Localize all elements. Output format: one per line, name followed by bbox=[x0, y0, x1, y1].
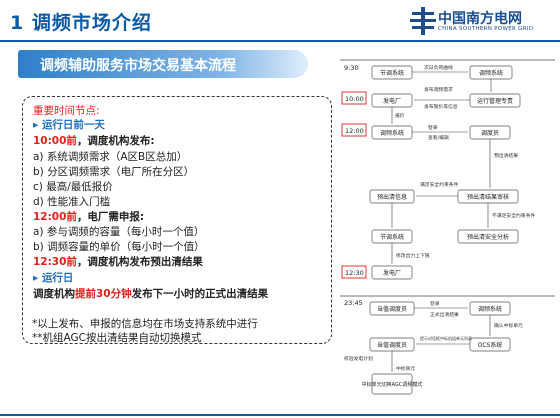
node-label: 运行管理专责 bbox=[477, 97, 513, 105]
node-box bbox=[369, 301, 415, 316]
node-label: 节调系统 bbox=[380, 233, 404, 241]
edge-label: 查看/编辑 bbox=[428, 134, 449, 141]
bullet-icon: ▸ bbox=[33, 272, 42, 284]
time-label: 12:30 bbox=[345, 269, 364, 277]
subtitle-banner: 调频辅助服务市场交易基本流程 bbox=[18, 50, 308, 78]
node-box bbox=[371, 265, 413, 280]
node-box bbox=[469, 93, 521, 108]
node-box bbox=[371, 125, 413, 140]
t1200-line: 12:00前，电厂需申报: bbox=[33, 211, 144, 223]
edge-label: 次日负荷曲线 bbox=[424, 64, 453, 71]
footnote: **机组AGC按出清结果自动切换模式 bbox=[32, 332, 202, 344]
node-box bbox=[371, 373, 413, 395]
time-highlight bbox=[341, 265, 367, 279]
node-box bbox=[469, 337, 511, 352]
key-times-box: 重要时间节点: ▸ 运行日前一天 10:00前，调度机构发布: a) 系统调频需… bbox=[22, 96, 332, 344]
node-label: OCS系统 bbox=[478, 341, 503, 349]
run-day-heading: ▸ 运行日 bbox=[33, 272, 73, 284]
t1200-time: 12:00前 bbox=[33, 211, 77, 223]
node-label: 节调系统 bbox=[380, 69, 404, 77]
list-item: a) 参与调频的容量（每小时一个值） bbox=[33, 226, 205, 238]
t1000-time: 10:00前 bbox=[33, 135, 77, 147]
page-title: 1 调频市场介绍 bbox=[10, 12, 152, 34]
bullet-icon: ▸ bbox=[33, 119, 42, 131]
run-day-label: 运行日 bbox=[41, 272, 74, 284]
list-item: a) 系统调频需求（A区B区总加） bbox=[33, 151, 188, 163]
edge-label: 校验发电计划 bbox=[344, 355, 373, 362]
section-subtitle: 调频辅助服务市场交易基本流程 bbox=[40, 58, 236, 74]
time-label: 10:00 bbox=[345, 95, 364, 103]
list-item: d) 性能准入门槛 bbox=[33, 196, 111, 208]
node-label: 预出清结果审核 bbox=[467, 193, 509, 201]
t1200-text: ，电厂需申报: bbox=[76, 211, 145, 223]
logo-name: 中国南方电网 bbox=[438, 11, 522, 27]
edge-label: 发布限价等信息 bbox=[424, 103, 458, 110]
node-label: 中标单元切换AGC调频模式 bbox=[362, 381, 423, 388]
list-item: b) 分区调频需求（电厂所在分区） bbox=[33, 166, 195, 178]
t1230-text: ，调度机构发布预出清结果 bbox=[76, 256, 203, 268]
edge-label: 正式出清结果 bbox=[430, 311, 459, 318]
edge-label: 中标单元 bbox=[396, 365, 415, 372]
csg-logo-icon bbox=[410, 7, 436, 35]
time-label: 9:30 bbox=[344, 64, 359, 72]
time-highlight bbox=[341, 123, 367, 137]
node-label: 调频系统 bbox=[478, 305, 502, 313]
t1230-line: 12:30前，调度机构发布预出清结果 bbox=[33, 256, 203, 268]
day-before-heading: ▸ 运行日前一天 bbox=[33, 119, 105, 131]
node-label: 调度员 bbox=[481, 129, 499, 137]
t1000-text: ，调度机构发布: bbox=[76, 135, 155, 147]
edge-label: 修改出力上下限 bbox=[396, 252, 430, 259]
footnote: *以上发布、申报的信息均在市场支持系统中进行 bbox=[32, 318, 258, 330]
list-item: b) 调频容量的单价（每小时一个值） bbox=[33, 241, 205, 253]
node-label: 当值调度员 bbox=[377, 341, 407, 349]
t1230-time: 12:30前 bbox=[33, 256, 77, 268]
company-logo: 中国南方电网 CHINA SOUTHERN POWER GRID bbox=[410, 6, 555, 38]
logo-english: CHINA SOUTHERN POWER GRID bbox=[438, 26, 534, 32]
edge-label: 不满足安全约束条件 bbox=[492, 212, 535, 219]
node-label: 预出清安全分析 bbox=[467, 233, 509, 241]
time-label: 23:45 bbox=[344, 299, 363, 307]
edge-label: 报价 bbox=[395, 112, 405, 119]
edge-label: 发布调频需求 bbox=[424, 86, 453, 93]
run-day-post: 发布下一小时的正式出清结果 bbox=[131, 288, 269, 300]
node-label: 当值调度员 bbox=[377, 305, 407, 313]
node-box bbox=[457, 229, 519, 244]
edge-label: 提示对话框中标机组单元列表 bbox=[420, 335, 472, 341]
process-flowchart: 9:30 10:00 12:00 12:30 23:45 节调系统 bbox=[340, 59, 555, 395]
edge-label: 确认中标单元 bbox=[494, 322, 523, 329]
footer-rule bbox=[0, 414, 560, 416]
edge-label: 登录 bbox=[430, 300, 440, 307]
run-day-line: 调度机构提前30分钟发布下一小时的正式出清结果 bbox=[33, 288, 268, 300]
node-label: 发电厂 bbox=[383, 269, 401, 277]
time-highlight bbox=[341, 91, 367, 105]
title-divider bbox=[0, 40, 560, 42]
edge-label: 满足安全约束条件 bbox=[420, 181, 459, 188]
list-item: c) 最高/最低报价 bbox=[33, 181, 113, 193]
flow-arrows bbox=[391, 71, 492, 372]
node-label: 发电厂 bbox=[383, 97, 401, 105]
run-day-highlight: 提前30分钟 bbox=[75, 288, 132, 300]
t1000-line: 10:00前，调度机构发布: bbox=[33, 135, 155, 147]
edge-label: 登录 bbox=[428, 124, 438, 131]
day-before-label: 运行日前一天 bbox=[41, 119, 105, 131]
time-label: 12:00 bbox=[345, 127, 364, 135]
edge-label: 预出清结果 bbox=[494, 152, 518, 159]
node-box bbox=[371, 65, 413, 80]
node-label: 调频系统 bbox=[479, 69, 503, 77]
node-label: 调频系统 bbox=[380, 129, 404, 137]
key-times-heading: 重要时间节点: bbox=[33, 105, 100, 117]
node-label: 预出清信息 bbox=[377, 193, 407, 201]
run-day-pre: 调度机构 bbox=[33, 288, 75, 300]
